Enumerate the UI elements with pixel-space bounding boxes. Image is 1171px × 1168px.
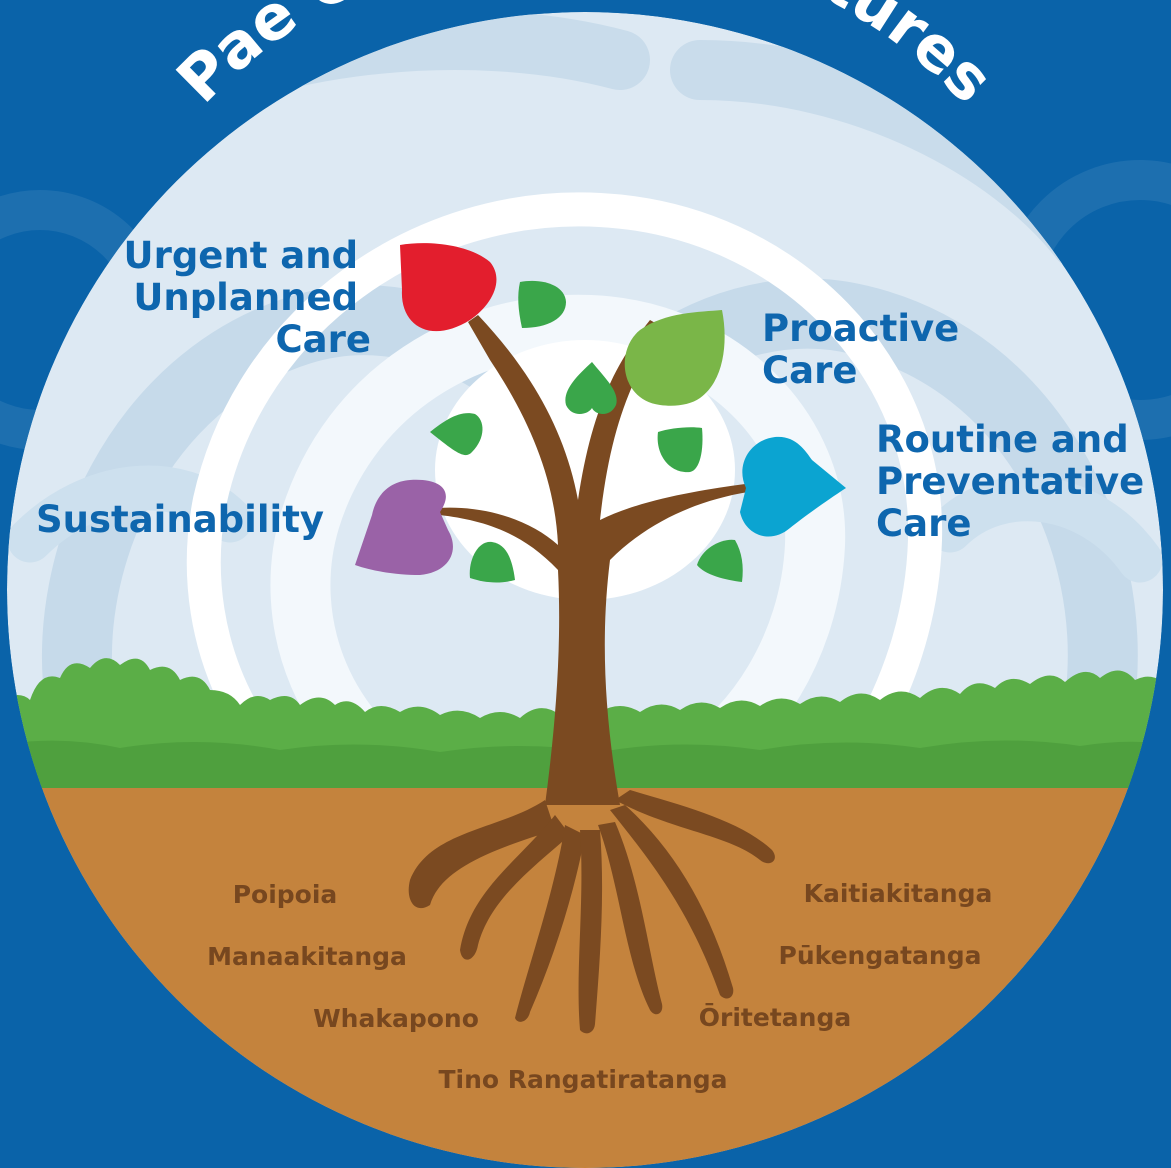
value-oritetanga: Ōritetanga — [699, 1002, 851, 1032]
label-proactive-care: Proactive Care — [762, 307, 972, 392]
tree-trunk — [438, 315, 748, 805]
tree-roots — [408, 790, 775, 1034]
label-routine-care: Routine and Preventative Care — [876, 418, 1157, 545]
label-sustainability: Sustainability — [36, 498, 324, 541]
value-manaakitanga: Manaakitanga — [207, 942, 407, 971]
small-leaves — [430, 280, 743, 583]
leaf-proactive — [624, 310, 725, 406]
leaf-routine — [740, 436, 846, 537]
tree — [408, 315, 775, 1034]
leaves — [355, 243, 846, 583]
leaf-urgent — [400, 243, 497, 332]
value-poipoia: Poipoia — [233, 880, 338, 909]
leaf-sustainability — [355, 479, 453, 575]
value-whakapono: Whakapono — [313, 1004, 479, 1033]
label-urgent-care: Urgent and Unplanned Care — [124, 234, 371, 361]
value-kaitiakitanga: Kaitiakitanga — [804, 879, 993, 908]
value-tino-rangatiratanga: Tino Rangatiratanga — [438, 1065, 727, 1094]
value-pukengatanga: Pūkengatanga — [779, 941, 982, 970]
